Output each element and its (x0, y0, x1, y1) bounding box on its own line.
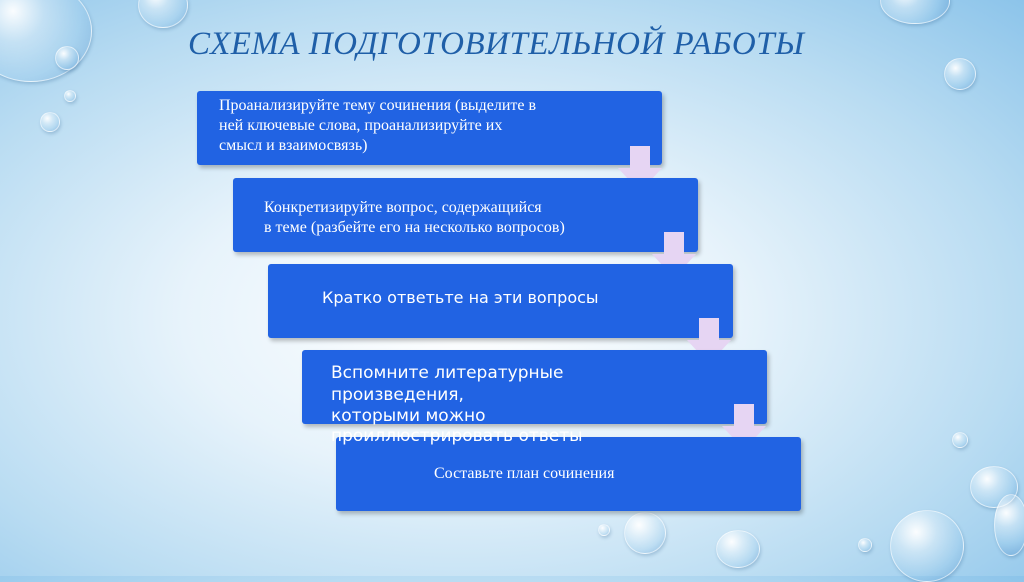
step-5-line-1: Составьте план сочинения (434, 465, 615, 482)
water-drop-icon (55, 46, 79, 70)
step-box-4: Вспомните литературные произведения, (302, 350, 767, 424)
water-drop-icon (40, 112, 60, 132)
water-drop-icon (716, 530, 760, 568)
water-drop-icon (944, 58, 976, 90)
step-4-line-2: произведения, (331, 385, 464, 405)
slide-title: СХЕМА ПОДГОТОВИТЕЛЬНОЙ РАБОТЫ (188, 26, 805, 62)
step-1-line-3: смысл и взаимосвязь) (219, 137, 368, 154)
step-3-line-1: Кратко ответьте на эти вопросы (322, 288, 599, 307)
water-drop-icon (0, 0, 92, 82)
step-4-line-1: Вспомните литературные (331, 363, 564, 383)
step-2-line-1: Конкретизируйте вопрос, содержащийся (264, 199, 542, 216)
water-drop-icon (880, 0, 950, 24)
water-drop-icon (890, 510, 964, 582)
water-drop-icon (138, 0, 188, 28)
step-box-2: Конкретизируйте вопрос, содержащийся в т… (233, 178, 698, 252)
step-box-3: Кратко ответьте на эти вопросы (268, 264, 733, 338)
water-drop-icon (952, 432, 968, 448)
water-drop-icon (994, 494, 1024, 556)
step-4-line-3: которыми можно (331, 406, 486, 426)
water-drop-icon (64, 90, 76, 102)
step-2-line-2: в теме (разбейте его на несколько вопрос… (264, 219, 565, 236)
water-drop-icon (598, 524, 610, 536)
step-box-5: Составьте план сочинения (336, 437, 801, 511)
water-drop-icon (624, 512, 666, 554)
water-drop-icon (858, 538, 872, 552)
step-4-line-4: проиллюстрировать ответы (331, 426, 583, 446)
step-box-1: Проанализируйте тему сочинения (выделите… (197, 91, 662, 165)
water-drop-icon (970, 466, 1018, 508)
step-1-line-2: ней ключевые слова, проанализируйте их (219, 117, 503, 134)
step-1-line-1: Проанализируйте тему сочинения (выделите… (219, 97, 537, 114)
